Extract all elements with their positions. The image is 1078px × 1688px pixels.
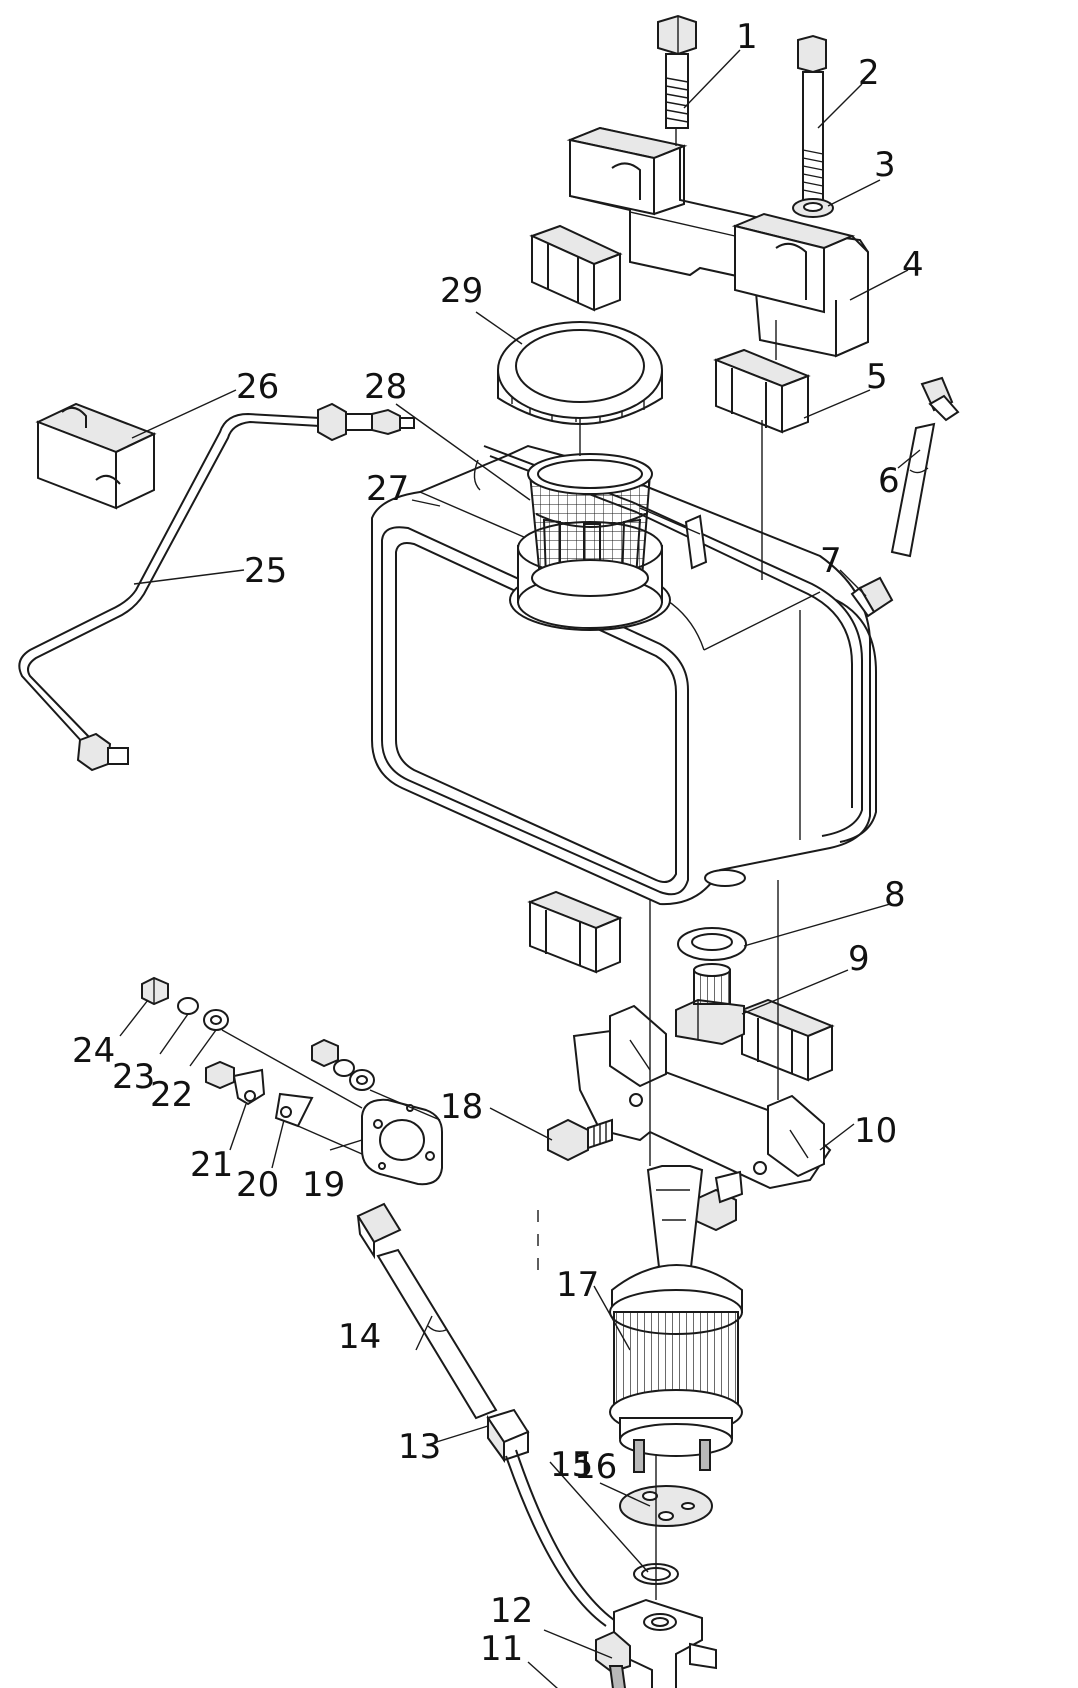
part-25-fuel-pipe: [18, 402, 415, 772]
callout-labels: 1 2 3 4 5 6 7 8 9 10 11 12 13 14 15 16 1…: [72, 17, 924, 1669]
nut-washer-set-right: [311, 1038, 375, 1091]
callout-13: 13: [398, 1427, 441, 1467]
callout-28: 28: [364, 367, 407, 407]
part-4-upper-bracket: [566, 126, 869, 358]
part-2-stud-bolt: [797, 34, 827, 203]
callout-10: 10: [854, 1111, 897, 1151]
assembly-lines: [221, 128, 779, 1600]
part-6-hose: [890, 376, 960, 558]
part-3-washer: [792, 198, 834, 218]
part-21-lock-plate: [205, 1060, 266, 1106]
rubber-pad-lower-left: [527, 890, 623, 974]
leader-lines: [119, 49, 921, 1688]
callout-3: 3: [874, 145, 896, 185]
callout-29: 29: [440, 271, 483, 311]
part-24-nut: [141, 976, 169, 1006]
callout-2: 2: [858, 53, 880, 93]
callout-27: 27: [366, 469, 409, 509]
part-8-o-ring: [677, 927, 747, 961]
callout-19: 19: [302, 1165, 345, 1205]
callout-18: 18: [440, 1087, 483, 1127]
rubber-pad-upper-left: [529, 224, 623, 312]
flange-bolt-right: [693, 1170, 744, 1232]
callout-7: 7: [820, 541, 842, 581]
callout-23: 23: [112, 1057, 155, 1097]
callout-14: 14: [338, 1317, 381, 1357]
callout-16: 16: [574, 1447, 617, 1487]
part-10-lower-bracket: [572, 1004, 832, 1190]
part-5-rubber-pad: [713, 348, 811, 434]
part-26-rubber-block: [35, 402, 157, 510]
callout-5: 5: [866, 357, 888, 397]
part-1-hex-bolt: [657, 14, 697, 129]
callout-15: 15: [550, 1445, 593, 1485]
part-22-washer: [203, 1009, 229, 1031]
part-19-flange-gasket: [361, 1098, 443, 1186]
callout-20: 20: [236, 1165, 279, 1205]
callout-8: 8: [884, 875, 906, 915]
callout-24: 24: [72, 1031, 115, 1071]
callout-25: 25: [244, 551, 287, 591]
part-28-strainer: [527, 453, 653, 597]
callout-4: 4: [902, 245, 924, 285]
part-23-spring-washer: [177, 997, 199, 1015]
part-12-fuel-valve: [595, 1598, 717, 1688]
callout-17: 17: [556, 1265, 599, 1305]
callout-22: 22: [150, 1075, 193, 1115]
callout-12: 12: [490, 1591, 533, 1631]
callout-9: 9: [848, 939, 870, 979]
part-29-filler-cap: [497, 321, 663, 425]
rubber-pad-lower-right: [739, 998, 835, 1082]
callout-6: 6: [878, 461, 900, 501]
callout-11: 11: [480, 1629, 523, 1669]
callout-21: 21: [190, 1145, 233, 1185]
part-13-clamp: [486, 1408, 530, 1464]
callout-1: 1: [736, 17, 758, 57]
callout-26: 26: [236, 367, 279, 407]
part-14-hose: [356, 1202, 615, 1627]
part-18-flange-bolt: [547, 1118, 613, 1162]
part-17-fuel-filter: [609, 1165, 743, 1473]
part-7-clamp: [850, 576, 894, 618]
part-20-lock-plate: [274, 1092, 314, 1128]
part-16-gasket: [619, 1485, 713, 1527]
part-9-plug: [675, 963, 745, 1046]
